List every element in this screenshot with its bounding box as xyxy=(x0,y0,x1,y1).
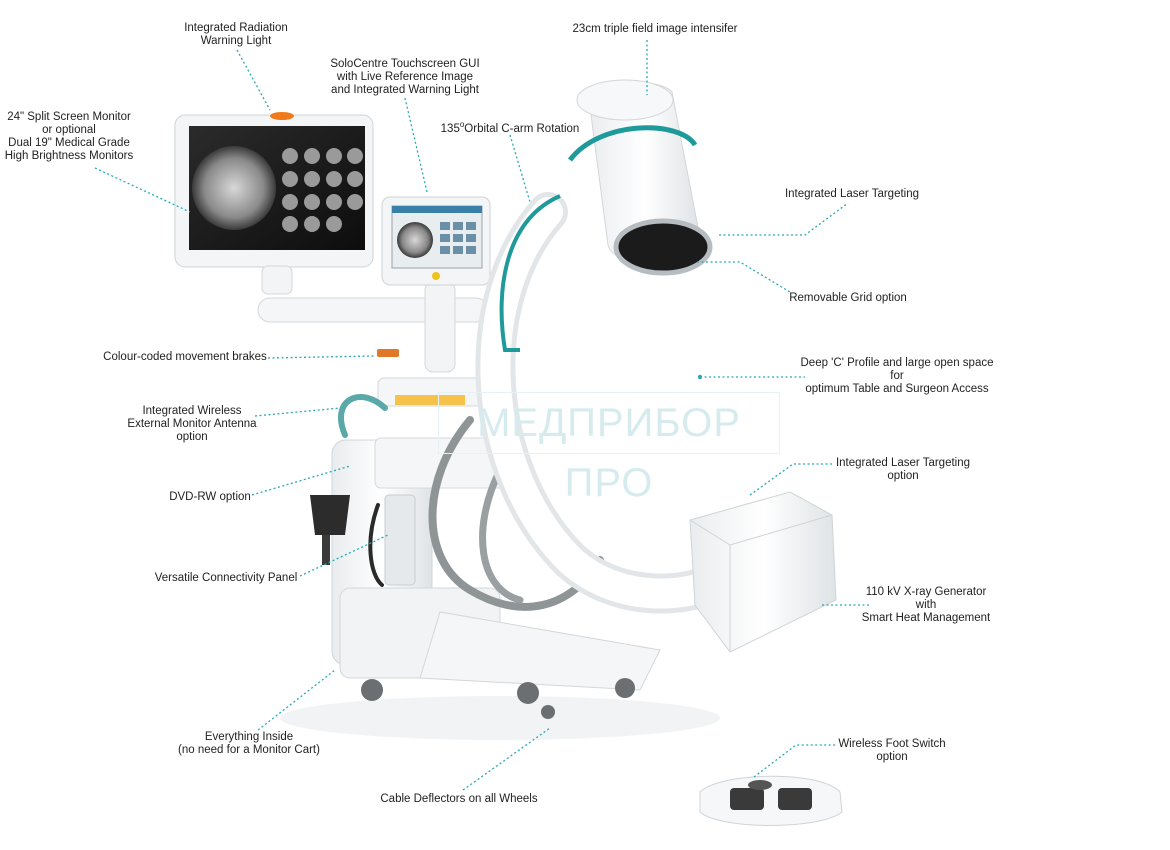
label-foot-switch: Wireless Foot Switch option xyxy=(830,738,954,764)
label-line: option xyxy=(887,470,919,482)
foot-switch xyxy=(699,775,843,826)
label-line: Deep 'C' Profile and large open space xyxy=(800,357,994,369)
image-intensifier xyxy=(568,79,713,276)
label-laser-top: Integrated Laser Targeting xyxy=(784,188,920,200)
label-connectivity: Versatile Connectivity Panel xyxy=(154,572,298,584)
label-line: 24" Split Screen Monitor xyxy=(7,111,131,123)
label-line: and Integrated Warning Light xyxy=(331,84,479,96)
label-line: SoloCentre Touchscreen GUI xyxy=(330,58,480,70)
label-line: Integrated Radiation xyxy=(184,22,288,34)
floor-shadow xyxy=(280,696,720,740)
label-monitor: 24" Split Screen Monitor or optional Dua… xyxy=(2,111,136,163)
leader-lines xyxy=(94,40,870,791)
label-dvd: DVD-RW option xyxy=(169,491,251,503)
label-line: Dual 19" Medical Grade xyxy=(8,137,130,149)
monitor-arm xyxy=(257,265,489,373)
label-line: (no need for a Monitor Cart) xyxy=(178,744,320,756)
label-laser-bottom: Integrated Laser Targeting option xyxy=(828,457,978,483)
label-line: optimum Table and Surgeon Access xyxy=(805,383,989,395)
orbital-degree: o xyxy=(459,120,465,129)
wheels xyxy=(361,678,635,719)
label-line: Integrated Laser Targeting xyxy=(835,457,971,469)
label-line: 110 kV X-ray Generator xyxy=(865,586,987,598)
label-line: or optional xyxy=(42,124,96,136)
label-orbital: 135oOrbital C-arm Rotation xyxy=(440,118,580,136)
orbital-value: 135 xyxy=(440,122,460,135)
label-line: External Monitor Antenna xyxy=(127,418,257,430)
label-line: High Brightness Monitors xyxy=(4,150,134,162)
orbital-text: Orbital C-arm Rotation xyxy=(464,122,580,135)
label-line: option xyxy=(176,431,208,443)
label-generator: 110 kV X-ray Generator with Smart Heat M… xyxy=(855,586,997,625)
label-touchscreen: SoloCentre Touchscreen GUI with Live Ref… xyxy=(322,58,488,97)
label-antenna: Integrated Wireless External Monitor Ant… xyxy=(122,405,262,444)
label-line: Smart Heat Management xyxy=(861,612,991,624)
label-line: Warning Light xyxy=(200,35,272,47)
label-line: option xyxy=(876,751,908,763)
c-arm xyxy=(475,192,745,614)
touchscreen-gui xyxy=(381,196,491,286)
label-line: with Live Reference Image xyxy=(336,71,474,83)
label-grid: Removable Grid option xyxy=(789,292,907,304)
label-line: Integrated Wireless xyxy=(142,405,242,417)
leader-dot xyxy=(697,374,703,380)
label-warning-light: Integrated Radiation Warning Light xyxy=(176,22,296,48)
xray-generator xyxy=(689,491,837,653)
label-deep-c: Deep 'C' Profile and large open space fo… xyxy=(795,357,999,396)
side-handset xyxy=(310,495,350,565)
main-monitor xyxy=(174,112,374,268)
label-line: Everything Inside xyxy=(204,731,294,743)
label-line: with xyxy=(915,599,937,611)
cables xyxy=(337,394,604,611)
label-intensifier: 23cm triple field image intensifer xyxy=(572,23,738,35)
label-brakes: Colour-coded movement brakes xyxy=(103,351,267,363)
watermark: МЕДПРИБОР ПРО xyxy=(438,392,780,505)
label-line: for xyxy=(890,370,904,382)
label-inside: Everything Inside (no need for a Monitor… xyxy=(176,731,322,757)
cart-body xyxy=(331,349,661,691)
label-line: Wireless Foot Switch xyxy=(838,738,946,750)
label-cable: Cable Deflectors on all Wheels xyxy=(380,793,538,805)
